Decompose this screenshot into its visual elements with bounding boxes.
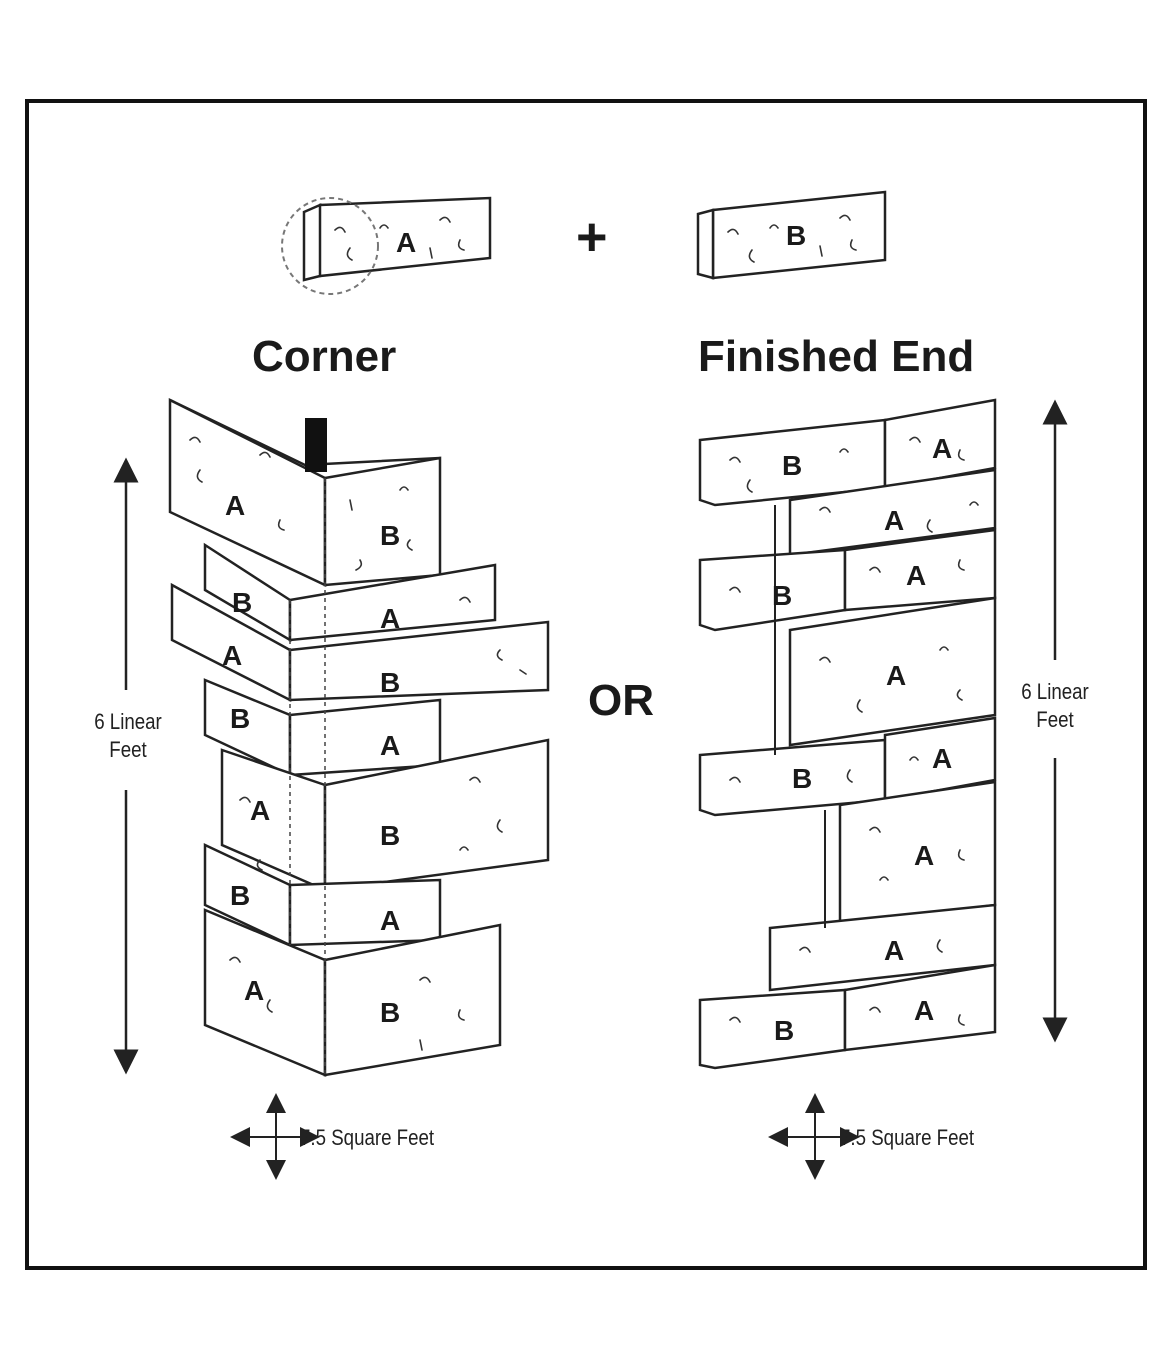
end-detail-circle	[281, 197, 379, 295]
corner-height-line1: 6 Linear	[94, 709, 162, 734]
corner-assembly: A B B A A B B A A B B A A B	[113, 397, 550, 1180]
finished-end-height-line2: Feet	[1036, 707, 1074, 732]
svg-text:A: A	[932, 433, 952, 464]
svg-text:B: B	[230, 703, 250, 734]
finished-end-height-label: 6 Linear Feet	[1013, 678, 1098, 734]
svg-text:A: A	[222, 640, 242, 671]
piece-b-illustration: B	[696, 190, 887, 280]
corner-area-label: 7.5 Square Feet	[300, 1125, 435, 1150]
svg-text:A: A	[225, 490, 245, 521]
svg-text:A: A	[250, 795, 270, 826]
plus-symbol: +	[576, 207, 608, 267]
svg-text:B: B	[772, 580, 792, 611]
piece-a-letter: A	[396, 227, 416, 258]
finished-end-area-label: 7.5 Square Feet	[840, 1125, 975, 1150]
svg-text:A: A	[914, 995, 934, 1026]
svg-text:A: A	[932, 743, 952, 774]
piece-a-illustration: A	[281, 196, 492, 295]
svg-text:A: A	[914, 840, 934, 871]
finished-end-assembly: B A A B A A B A A A B A	[698, 398, 1068, 1180]
svg-text:A: A	[244, 975, 264, 1006]
corner-height-label: 6 Linear Feet	[86, 708, 171, 764]
or-separator: OR	[588, 676, 654, 725]
svg-text:A: A	[380, 603, 400, 634]
svg-text:A: A	[906, 560, 926, 591]
svg-text:A: A	[380, 905, 400, 936]
svg-text:B: B	[380, 997, 400, 1028]
finished-end-title: Finished End	[698, 332, 975, 381]
corner-height-line2: Feet	[109, 737, 147, 762]
corner-marker	[305, 418, 327, 472]
svg-text:A: A	[884, 935, 904, 966]
svg-text:B: B	[380, 520, 400, 551]
svg-text:B: B	[230, 880, 250, 911]
svg-text:B: B	[380, 667, 400, 698]
corner-title: Corner	[252, 332, 397, 381]
svg-text:B: B	[380, 820, 400, 851]
svg-text:B: B	[232, 587, 252, 618]
svg-text:A: A	[884, 505, 904, 536]
svg-text:B: B	[774, 1015, 794, 1046]
piece-b-letter: B	[786, 220, 806, 251]
svg-text:A: A	[886, 660, 906, 691]
finished-end-height-line1: 6 Linear	[1021, 679, 1089, 704]
svg-text:A: A	[380, 730, 400, 761]
svg-text:B: B	[782, 450, 802, 481]
svg-text:B: B	[792, 763, 812, 794]
